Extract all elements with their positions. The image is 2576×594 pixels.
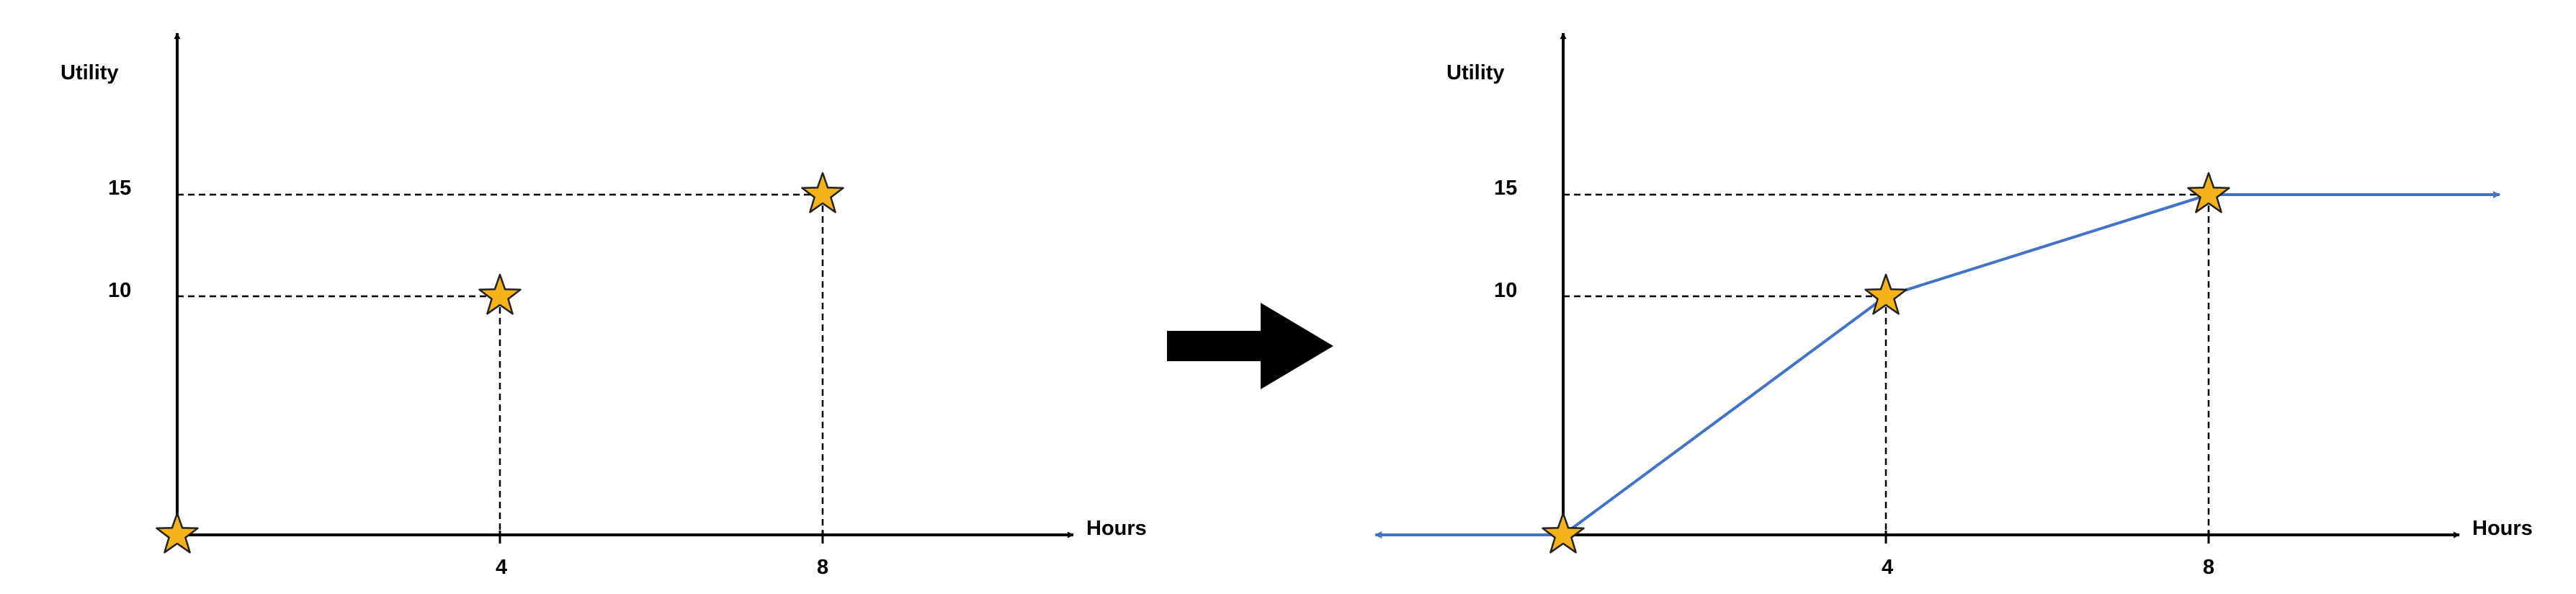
points-layer: [156, 172, 844, 554]
y-tick-label: 10: [1494, 279, 1517, 302]
data-point-star: [156, 512, 199, 554]
left-chart: Utility Hours 10 15 4 8: [61, 32, 1147, 579]
x-tick-label: 8: [817, 556, 828, 579]
guide-lines: [1563, 193, 2210, 544]
points-layer: [1542, 172, 2230, 554]
data-point-star: [2187, 172, 2230, 213]
data-point-star: [1864, 273, 1908, 315]
right-arrow-icon: [1167, 303, 1333, 389]
curve-layer: [1374, 191, 2500, 538]
x-tick-label: 4: [1882, 556, 1893, 579]
guide-lines: [177, 193, 824, 544]
data-point-star: [478, 273, 522, 315]
x-axis-label: Hours: [2472, 517, 2533, 540]
y-axis-label: Utility: [1446, 61, 1505, 84]
x-axis-label: Hours: [1086, 517, 1147, 540]
y-tick-label: 10: [108, 279, 131, 302]
x-tick-label: 8: [2203, 556, 2214, 579]
y-tick-label: 15: [108, 177, 131, 200]
y-axis-label: Utility: [61, 61, 119, 84]
right-chart: Utility Hours 10 15 4 8: [1374, 32, 2533, 579]
data-point-star: [801, 172, 844, 213]
x-tick-label: 4: [496, 556, 507, 579]
data-point-star: [1542, 512, 1585, 554]
y-tick-label: 15: [1494, 177, 1517, 200]
